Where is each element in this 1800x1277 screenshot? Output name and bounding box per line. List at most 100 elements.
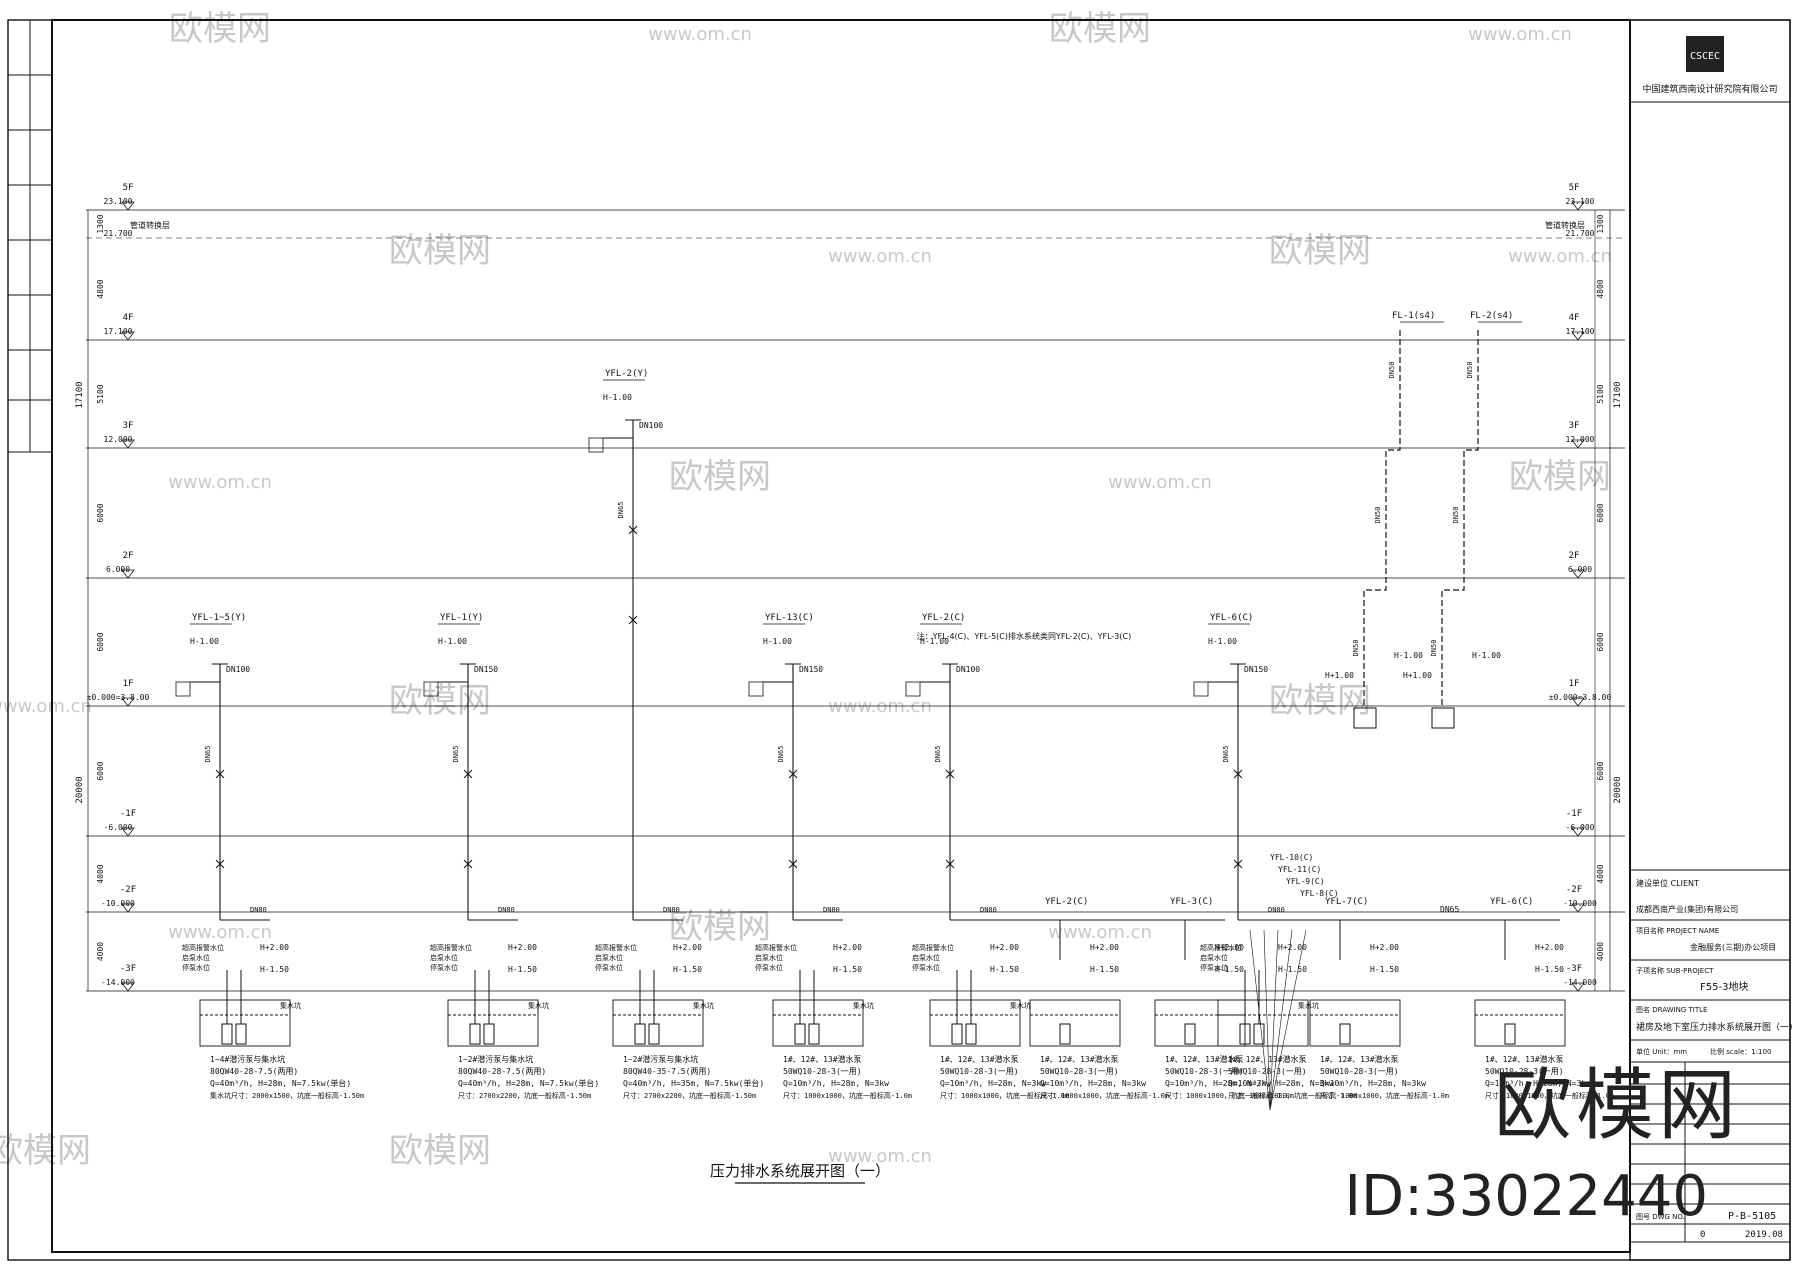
roof-note-left: 管道转换层 <box>130 220 170 230</box>
watermark-text: 欧模网 <box>389 681 491 721</box>
pump-note: 50WQ10-28-3(一用) <box>783 1067 862 1076</box>
floor-drain <box>175 681 191 697</box>
watermark-text: www.om.cn <box>648 24 752 45</box>
client-name: 成都西南产业(集团)有限公司 <box>1636 904 1738 914</box>
pump-note: 1~2#潜污泵与集水坑 <box>458 1054 533 1064</box>
riser-label: YFL-7(C) <box>1325 897 1368 907</box>
level-marker <box>1571 982 1585 992</box>
h-label: H-1.00 <box>1394 651 1423 660</box>
watermark-text: 欧模网 <box>1269 231 1371 271</box>
watermark-text: www.om.cn <box>1508 246 1612 267</box>
floor-name-right: 4F <box>1569 313 1580 323</box>
sump-pit <box>447 999 539 1047</box>
h-label: H-1.50 <box>1278 965 1307 974</box>
floor-elev-left: 6.000 <box>106 565 130 574</box>
pump-note: 集水坑尺寸：2000x1500，坑底一般标高-1.50m <box>210 1091 364 1100</box>
pump-note: 1~4#潜污泵与集水坑 <box>210 1054 285 1064</box>
pump-label: 启泵水位 <box>755 953 783 962</box>
dim-total-upper-right: 17100 <box>1613 381 1623 408</box>
pump-label: 超高报警水位 <box>182 943 224 952</box>
dim-text-left: 5100 <box>96 384 105 403</box>
floor-name-right: 2F <box>1569 551 1580 561</box>
pump-note: 1#、12#、13#潜水泵 <box>940 1054 1019 1064</box>
h-label: H-1.50 <box>1370 965 1399 974</box>
company-name: 中国建筑西南设计研究院有限公司 <box>1642 83 1777 95</box>
pipe-size: DN150 <box>799 665 823 674</box>
pump-note: 1#、12#、13#潜水泵 <box>1485 1054 1564 1064</box>
pump-icon <box>235 1023 247 1045</box>
pump-label: 启泵水位 <box>1200 953 1228 962</box>
level-marker <box>1571 201 1585 211</box>
h-label: H-1.00 <box>438 637 467 646</box>
watermark-text: www.om.cn <box>1048 922 1152 943</box>
pump-icon <box>808 1023 820 1045</box>
logo-mark: CSCEC <box>1690 51 1720 62</box>
level-marker <box>1571 697 1585 707</box>
client-label: 建设单位 CLIENT <box>1636 878 1699 888</box>
h-label: H+2.00 <box>673 943 702 952</box>
dim-text-left: 6000 <box>96 761 105 780</box>
watermark-text: www.om.cn <box>1468 24 1572 45</box>
level-marker <box>1571 331 1585 341</box>
h-label: H+2.00 <box>1090 943 1119 952</box>
h-label: H-1.00 <box>920 637 949 646</box>
floor-name-left: -2F <box>120 885 136 895</box>
scale-text: 比例 scale：1:100 <box>1710 1047 1771 1056</box>
pipe-size: DN80 <box>980 906 997 914</box>
subproject-label: 子项名称 SUB-PROJECT <box>1636 966 1714 975</box>
pump-note: 80QW40-28-7.5(两用) <box>458 1067 546 1076</box>
dim-text-right: 4800 <box>1596 279 1605 298</box>
level-marker <box>1571 569 1585 579</box>
riser-label: YFL-6(C) <box>1490 897 1533 907</box>
dim-text-left: 6000 <box>96 632 105 651</box>
pump-label: 停泵水位 <box>595 963 623 972</box>
pipe-size-vertical: DN65 <box>617 502 625 519</box>
dim-text-left: 6000 <box>96 503 105 522</box>
pump-label: 停泵水位 <box>1200 963 1228 972</box>
watermark-brand: 欧模网 <box>1493 1061 1740 1151</box>
h-label: H-1.50 <box>673 965 702 974</box>
floor-drain <box>748 681 764 697</box>
watermark-text: 欧模网 <box>669 457 771 497</box>
pump-note: 50WQ10-28-3(一用) <box>1228 1067 1307 1076</box>
level-marker <box>121 569 135 579</box>
pump-icon <box>1431 707 1455 729</box>
pipe-size: DN100 <box>956 665 980 674</box>
watermark-text: 欧模网 <box>669 907 771 947</box>
h-label: H+1.00 <box>1325 671 1354 680</box>
pump-label: 启泵水位 <box>912 953 940 962</box>
pump-icon <box>483 1023 495 1045</box>
dashed-riser <box>1441 330 1479 705</box>
level-marker <box>121 827 135 837</box>
leader-line <box>1249 929 1271 1111</box>
dim-text-right: 6000 <box>1596 761 1605 780</box>
valve-icon <box>945 859 955 869</box>
pump-note: 尺寸：1000x1000，坑底一般标高-1.0m <box>1228 1091 1357 1100</box>
level-marker <box>121 439 135 449</box>
valve-icon <box>1233 769 1243 779</box>
h-label: H-1.00 <box>603 393 632 402</box>
pump-note: 1#、12#、13#潜水泵 <box>1040 1054 1119 1064</box>
pipe-size: DN50 <box>1388 362 1396 379</box>
watermark-text: www.om.cn <box>828 1146 932 1167</box>
floor-elev-right: 23.100 <box>1566 197 1595 206</box>
dwg-no: P-B-5105 <box>1728 1211 1776 1222</box>
sump-pit <box>1309 999 1401 1047</box>
leader-line <box>1269 929 1293 1111</box>
sump-pit <box>1474 999 1566 1047</box>
floor-elev-right: 12.000 <box>1566 435 1595 444</box>
pump-icon <box>221 1023 233 1045</box>
floor-name-left: -1F <box>120 809 136 819</box>
floor-elev-left: 17.100 <box>104 327 133 336</box>
h-label: H-1.00 <box>1472 651 1501 660</box>
pipe-size: DN50 <box>1374 507 1382 524</box>
watermark-text: 欧模网 <box>0 1131 91 1171</box>
watermark-text: 欧模网 <box>1269 681 1371 721</box>
pump-label: 超高报警水位 <box>595 943 637 952</box>
pump-note: 50WQ10-28-3(一用) <box>940 1067 1019 1076</box>
pump-note: 1#、12#、13#潜水泵 <box>1228 1054 1307 1064</box>
floor-drain <box>1193 681 1209 697</box>
dim-text-left: 4800 <box>96 279 105 298</box>
pump-label: 集水坑 <box>280 1001 301 1010</box>
valve-icon <box>945 769 955 779</box>
